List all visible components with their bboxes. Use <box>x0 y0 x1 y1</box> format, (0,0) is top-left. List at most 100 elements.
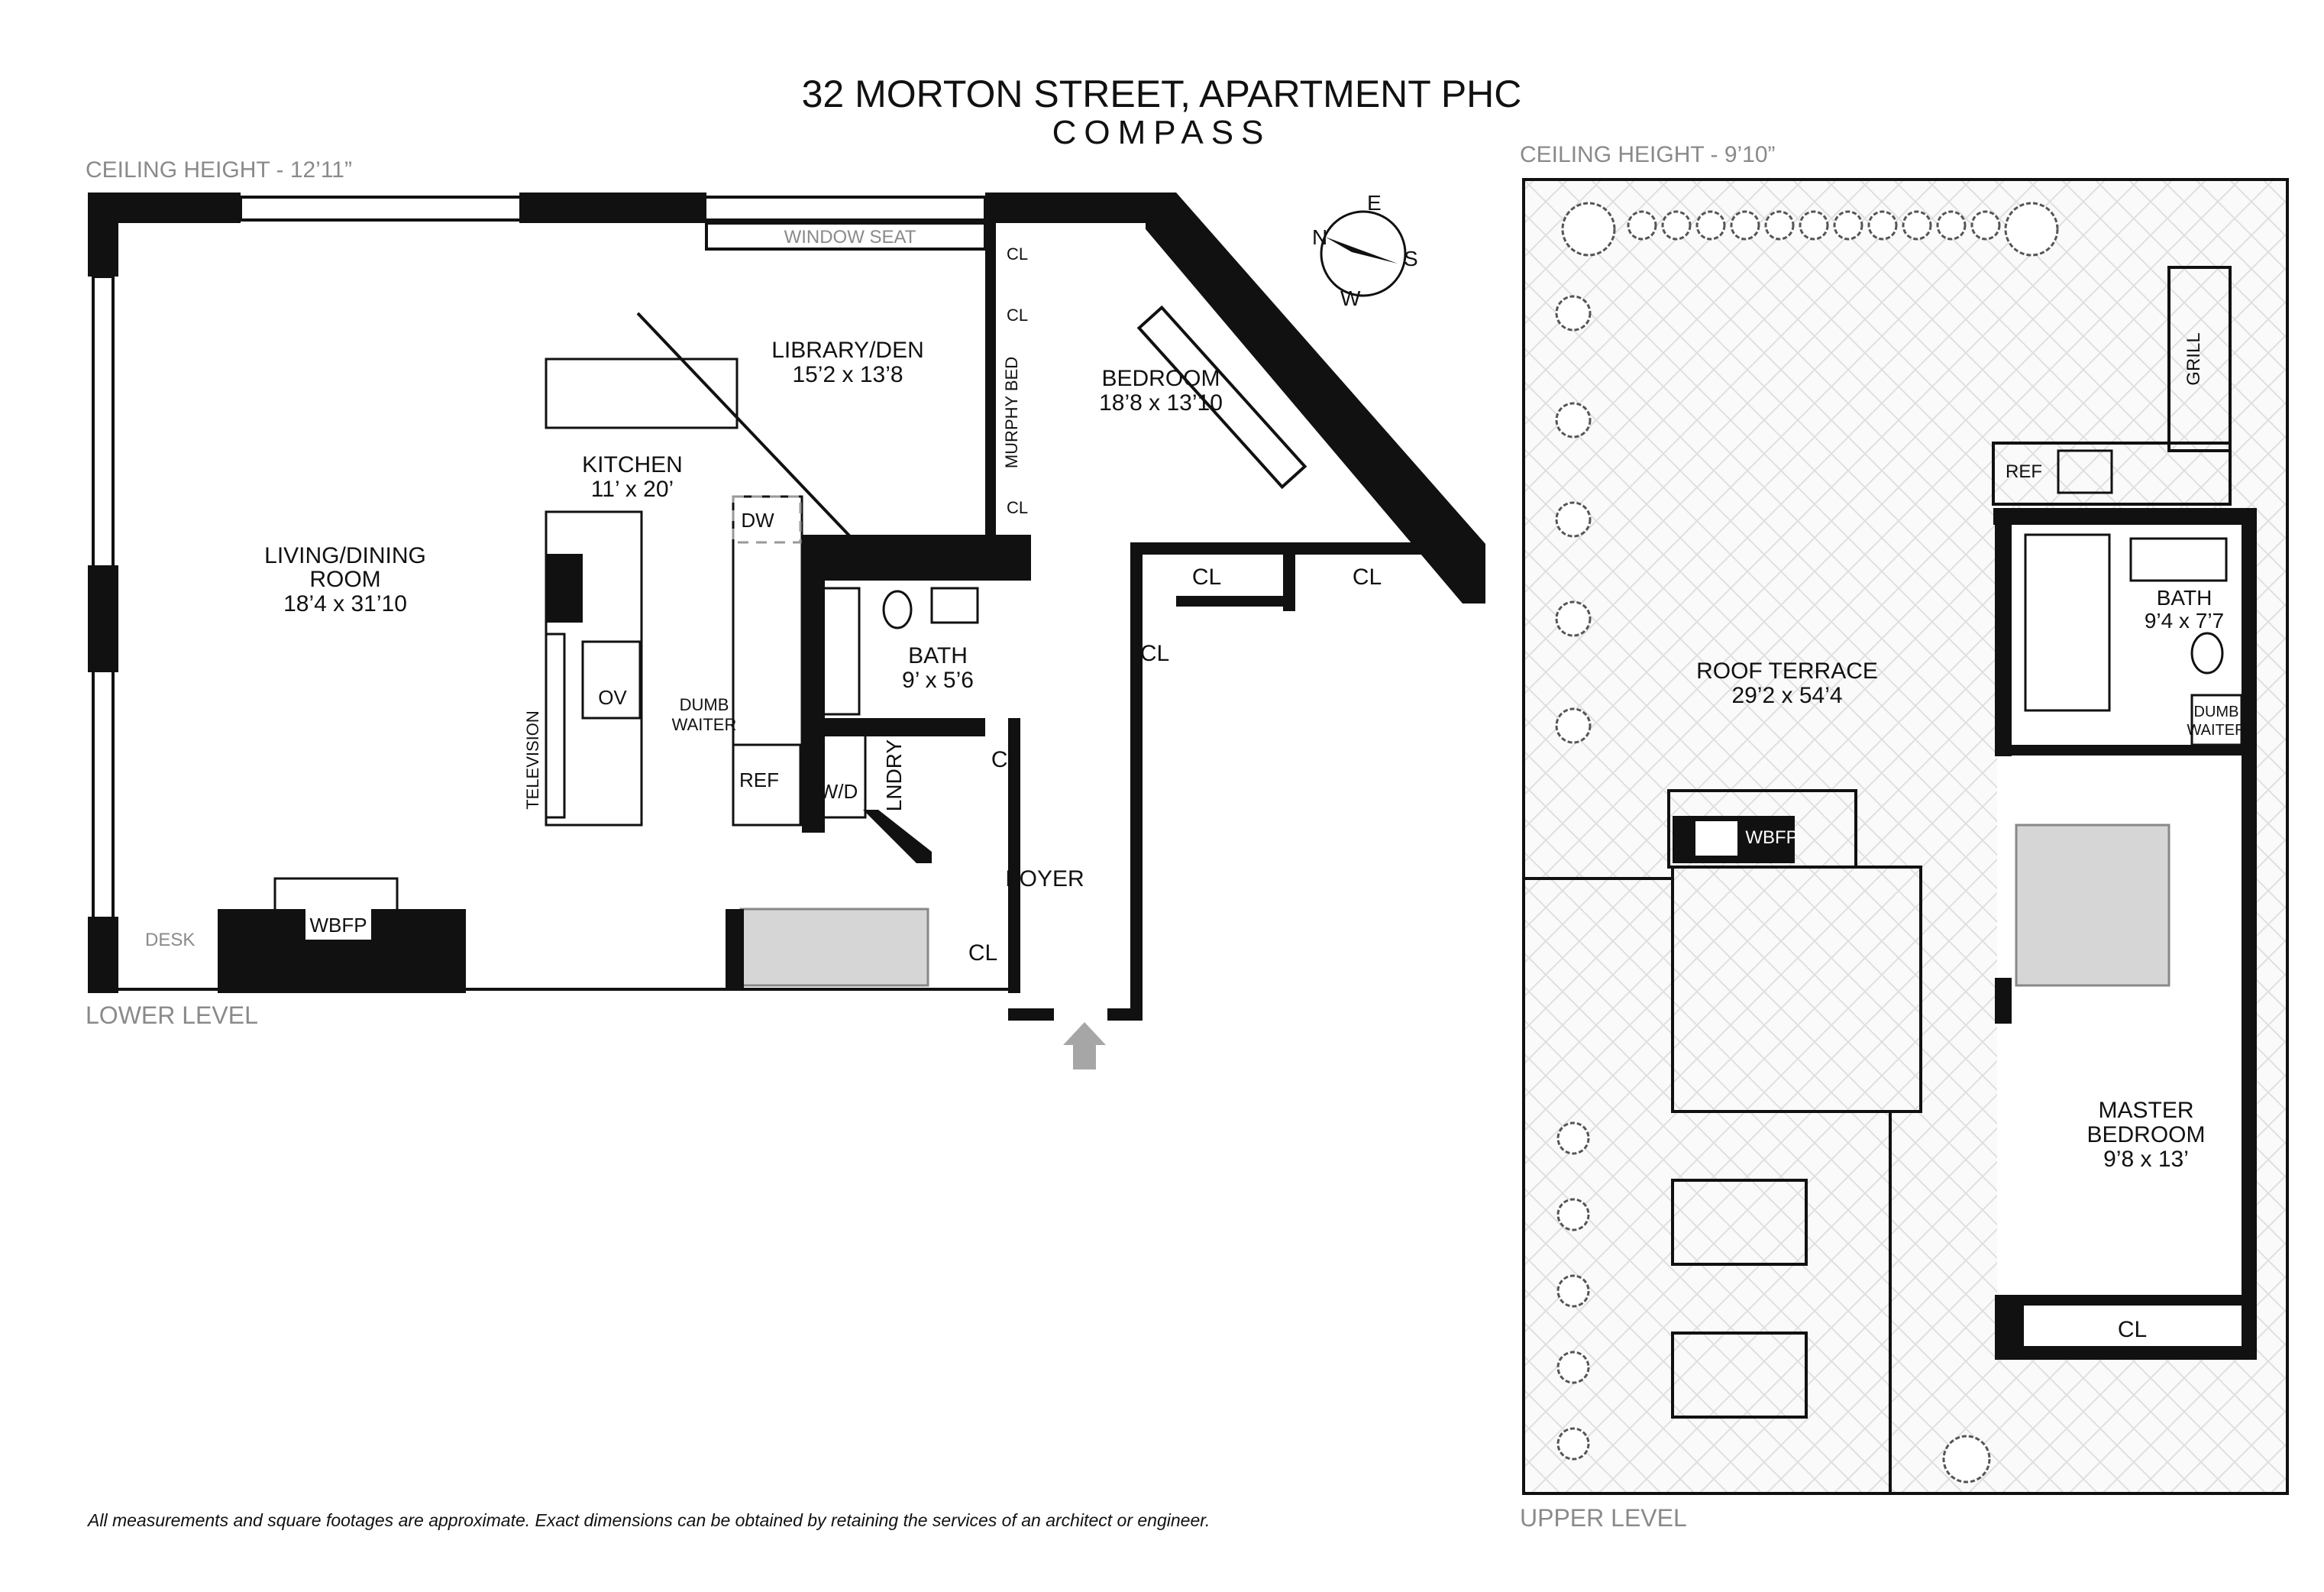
kitchen-dims: 11’ x 20’ <box>591 477 674 502</box>
dumb-label-1: DUMB <box>2194 704 2239 720</box>
upper-staircase <box>2015 824 2170 987</box>
shrub-0 <box>1627 210 1657 241</box>
bath-west-wall <box>802 535 825 833</box>
closet-label-library-2: CL <box>1007 306 1028 325</box>
cooktop <box>546 554 583 623</box>
shrub-52 <box>1942 1435 1991 1484</box>
compass-north: N <box>1312 225 1327 249</box>
shrub-51 <box>2004 202 2059 257</box>
upper-dumb-waiter <box>2190 694 2243 746</box>
master-bedroom-name-2: BEDROOM <box>2086 1122 2205 1147</box>
shrub-6 <box>1833 210 1863 241</box>
kitchen-counter-upper <box>545 358 739 429</box>
closet-label-library-3: CL <box>1007 498 1028 517</box>
shrub-21 <box>1555 402 1592 438</box>
compass-south: S <box>1404 247 1418 270</box>
closet-base <box>1176 596 1283 607</box>
upper-shower <box>2024 533 2111 712</box>
outdoor-counter <box>1992 442 2232 506</box>
terrace-plantings <box>1555 202 2059 1484</box>
living-room-name-2: ROOM <box>309 567 380 592</box>
upper-level: CEILING HEIGHT - 9’10” GRILL REF WBFP <box>1520 142 2289 1532</box>
desk-label: DESK <box>145 930 195 950</box>
master-closet-label: CL <box>2118 1317 2147 1342</box>
shrub-22 <box>1555 501 1592 538</box>
closet-label-hall-2: CL <box>1353 565 1382 590</box>
shrub-5 <box>1799 210 1829 241</box>
living-room-name-1: LIVING/DINING <box>264 543 426 568</box>
terrace-outline <box>1522 178 2289 1495</box>
bedroom-name: BEDROOM <box>1101 366 1220 391</box>
lower-level: CEILING HEIGHT - 12’11” WINDOW SEAT <box>86 157 1485 1069</box>
window-seat-label: WINDOW SEAT <box>784 227 916 248</box>
planter-small-1 <box>1671 1179 1808 1266</box>
compass-needle <box>1325 237 1398 264</box>
shrub-4 <box>1764 210 1795 241</box>
living-room-dims: 18’4 x 31’10 <box>283 591 407 616</box>
wall-left-top <box>88 193 118 277</box>
bath-name: BATH <box>908 643 968 668</box>
closet-label-foyer-2: CL <box>968 940 997 966</box>
foyer-west-wall <box>1008 718 1020 993</box>
bedroom-diagonal-wall <box>1146 193 1485 603</box>
shrub-10 <box>1970 210 2001 241</box>
foyer-name: FOYER <box>1005 866 1084 891</box>
foyer-east-wall <box>1130 542 1143 1016</box>
compass-east: E <box>1367 191 1382 215</box>
grill-counter <box>2167 266 2232 452</box>
fireplace-opening <box>1695 821 1737 856</box>
television-stand <box>545 633 566 819</box>
murphy-bed-label: MURPHY BED <box>1002 357 1021 468</box>
shrub-30 <box>1556 1121 1590 1155</box>
bath-core <box>802 535 1031 581</box>
shrub-3 <box>1730 210 1760 241</box>
closet-label-library-1: CL <box>1007 244 1028 264</box>
upper-ref-label: REF <box>2006 461 2042 482</box>
compass-west: W <box>1340 286 1361 310</box>
foyer-bottom-left <box>1008 1008 1054 1021</box>
kitchen-diagonal-wall <box>636 312 865 552</box>
dumb-label-2: WAITER <box>2187 722 2245 739</box>
upper-ceiling-height: CEILING HEIGHT - 9’10” <box>1520 142 1776 167</box>
shrub-23 <box>1555 600 1592 637</box>
upper-wbfp-label: WBFP <box>1745 827 1798 848</box>
shrub-50 <box>1561 202 1616 257</box>
ref-label: REF <box>739 768 779 791</box>
shrub-1 <box>1661 210 1692 241</box>
shrub-34 <box>1556 1427 1590 1461</box>
master-bedroom-dims: 9’8 x 13’ <box>2103 1147 2189 1172</box>
suite-west-wall-upper <box>1995 512 2012 756</box>
library-dims: 15’2 x 13’8 <box>792 362 903 387</box>
entry-arrow <box>1063 1022 1106 1069</box>
wall-top-right <box>985 193 1146 223</box>
roof-terrace-name: ROOF TERRACE <box>1696 658 1878 684</box>
shrub-2 <box>1695 210 1726 241</box>
shrub-31 <box>1556 1198 1590 1231</box>
suite-east-wall <box>2242 508 2257 1360</box>
closet-label-hall-1: CL <box>1192 565 1221 590</box>
closet-wall <box>1130 542 1482 555</box>
closet-divider <box>1283 542 1295 611</box>
shrub-32 <box>1556 1274 1590 1308</box>
compass-rose: N E S W <box>1312 191 1418 310</box>
outdoor-sink <box>2057 449 2113 494</box>
roof-terrace-dims: 29’2 x 54’4 <box>1731 683 1842 708</box>
window-left <box>92 275 115 973</box>
shrub-24 <box>1555 707 1592 744</box>
dishwasher <box>732 495 802 544</box>
television-label: TELEVISION <box>523 710 542 810</box>
kitchen-name: KITCHEN <box>582 452 683 477</box>
lower-ceiling-height: CEILING HEIGHT - 12’11” <box>86 157 352 183</box>
shrub-9 <box>1936 210 1967 241</box>
suite-bottom-wall <box>1995 1346 2257 1360</box>
dumb-waiter-label-1: DUMB <box>680 695 729 714</box>
planter-small-2 <box>1671 1332 1808 1419</box>
fireplace-label-box <box>305 909 371 940</box>
bath-dims: 9’ x 5’6 <box>902 668 974 693</box>
fireplace-hearth <box>273 877 399 914</box>
terrace-fireplace-surround <box>1667 789 1857 869</box>
shrub-20 <box>1555 295 1592 332</box>
shrub-7 <box>1867 210 1898 241</box>
shrub-8 <box>1902 210 1932 241</box>
bedroom-dims: 18’8 x 13’10 <box>1099 390 1223 416</box>
